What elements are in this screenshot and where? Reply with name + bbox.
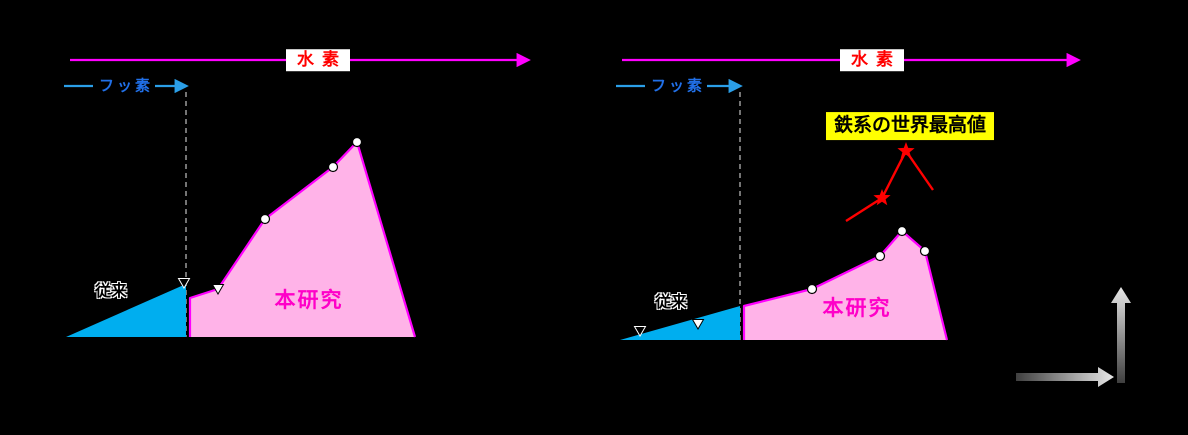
this-work-area	[744, 231, 947, 340]
data-point-circle	[874, 250, 886, 262]
data-point-triangle-filled	[633, 326, 647, 337]
this-work-area	[190, 142, 415, 337]
conventional-area	[620, 306, 740, 340]
conventional-label-left: 従来	[94, 282, 128, 300]
data-point-circle	[327, 161, 339, 173]
record-leader-line	[845, 148, 934, 223]
hydrogen-axis-label-left: 水素	[286, 49, 350, 71]
this-work-label-right: 本研究	[822, 296, 892, 320]
data-point-triangle-open	[211, 284, 225, 295]
data-point-circle	[806, 283, 818, 295]
data-point-circle	[919, 245, 931, 257]
y-axis-arrow	[1111, 287, 1131, 383]
fluorine-axis-label-left: フッ素	[92, 77, 156, 95]
conventional-area	[66, 284, 186, 337]
data-point-triangle-open	[691, 319, 705, 330]
record-star-marker	[897, 142, 915, 159]
conventional-label-right: 従来	[654, 293, 688, 311]
record-annotation: 鉄系の世界最高値	[825, 112, 995, 140]
hydrogen-axis-label-right: 水素	[840, 49, 904, 71]
x-axis-arrow	[1016, 367, 1114, 387]
data-point-triangle-filled	[177, 278, 191, 289]
fluorine-axis-label-right: フッ素	[644, 77, 708, 95]
data-point-circle	[351, 136, 363, 148]
data-point-circle	[259, 213, 271, 225]
this-work-label-left: 本研究	[274, 288, 344, 312]
data-point-circle	[896, 225, 908, 237]
record-star-marker	[873, 189, 891, 206]
